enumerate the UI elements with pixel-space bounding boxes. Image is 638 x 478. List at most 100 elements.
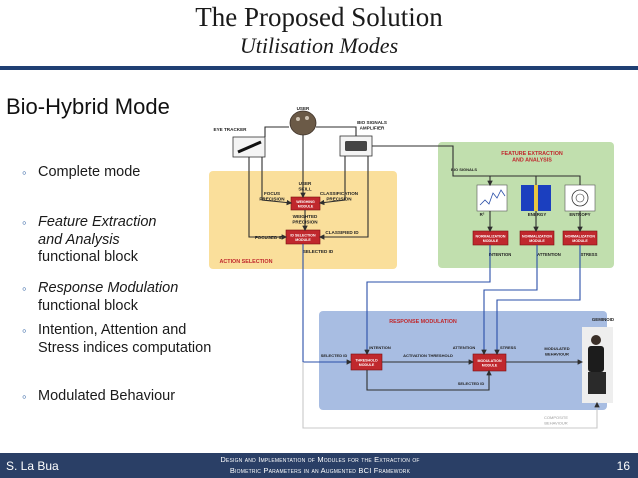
bullet-marker-icon: ◦ bbox=[22, 215, 27, 230]
user-label: USER bbox=[297, 106, 310, 111]
r2-label: R² bbox=[480, 212, 485, 217]
bullet-text: Stress indices computation bbox=[38, 339, 212, 356]
entropy-plot-icon bbox=[564, 184, 596, 212]
bullet-text: Modulated Behaviour bbox=[38, 388, 176, 404]
weighing-module-label: MODULE bbox=[298, 205, 314, 209]
footer-author: S. La Bua bbox=[6, 459, 59, 473]
electrode-icon bbox=[296, 117, 300, 121]
user-skill-label: SKILL bbox=[298, 186, 311, 191]
response-modulation-box bbox=[319, 311, 607, 410]
stress-out-label: STRESS bbox=[581, 252, 598, 257]
normalization-module-entropy-label: NORMALIZATION bbox=[565, 235, 595, 239]
energy-label: ENERGY bbox=[528, 212, 547, 217]
slide-subtitle: Utilisation Modes bbox=[239, 33, 399, 58]
r2-curve-icon bbox=[479, 189, 506, 206]
bullet-text: functional block bbox=[38, 297, 138, 314]
normalization-module-entropy-label: MODULE bbox=[572, 239, 588, 243]
composite-behaviour-label: COMPOSITE bbox=[544, 415, 568, 420]
stress-in-label: STRESS bbox=[500, 345, 516, 350]
feature-extraction-label: FEATURE EXTRACTION bbox=[501, 151, 563, 157]
entropy-circle-icon bbox=[571, 189, 589, 207]
composite-behaviour-label: BEHAVIOUR bbox=[544, 420, 567, 425]
footer-title-line1: Design and Implementation of Modules for… bbox=[220, 455, 420, 464]
eye-tracker-device-icon bbox=[237, 140, 262, 154]
selected-id-out-line bbox=[366, 369, 492, 391]
normalization-module-energy-label: MODULE bbox=[529, 239, 545, 243]
geminoid-head-icon bbox=[591, 335, 601, 345]
modulated-behaviour-label: MODULATED bbox=[544, 346, 569, 351]
id-selection-module-label: MODULE bbox=[295, 238, 311, 242]
normalization-module-r2-label: MODULE bbox=[483, 239, 499, 243]
id-selection-module-label: ID SELECTION bbox=[290, 234, 316, 238]
bio-signals-entropy-line bbox=[536, 175, 581, 185]
bullet-text: functional block bbox=[38, 249, 138, 265]
bullet-marker-icon: ◦ bbox=[22, 281, 27, 296]
selected-id-in-label: SELECTED ID bbox=[321, 353, 348, 358]
bio-signals-amplifier-label: BIO SIGNALS bbox=[357, 120, 387, 125]
classified-id-label: CLASSIFIED ID bbox=[325, 230, 359, 235]
r2-plot-icon bbox=[476, 184, 508, 212]
footer-bar bbox=[0, 453, 638, 478]
entropy-circle-icon bbox=[575, 193, 585, 203]
focus-precision-label: PRECISION bbox=[259, 196, 285, 201]
geminoid-body-icon bbox=[588, 346, 604, 372]
selected-id-out-label: SELECTED ID bbox=[458, 381, 485, 386]
intention-out-label: INTENTION bbox=[489, 252, 512, 257]
weighing-module-label: WEIGHING bbox=[296, 200, 315, 204]
user-skill-label: USER bbox=[299, 181, 312, 186]
classification-precision-label: PRECISION bbox=[326, 196, 352, 201]
activation-threshold-label: ACTIVATION THRESHOLD bbox=[403, 353, 453, 358]
amplifier-to-weighing-line bbox=[318, 156, 346, 206]
user-to-eye-tracker-line bbox=[264, 126, 289, 137]
attention-out-label: ATTENTION bbox=[537, 252, 561, 257]
intention-to-threshold-line bbox=[364, 245, 491, 356]
classification-precision-label: CLASSIFICATION bbox=[320, 191, 359, 196]
bullet-text: Feature Extraction bbox=[38, 214, 157, 230]
bullet-text: Response Modulation bbox=[38, 280, 179, 296]
modulated-behaviour-label: BEHAVIOUR bbox=[545, 351, 569, 356]
action-selection-label: ACTION SELECTION bbox=[219, 259, 272, 265]
threshold-module-label: MODULE bbox=[359, 363, 375, 367]
electrode-icon bbox=[305, 116, 309, 120]
bullet-marker-icon: ◦ bbox=[22, 323, 27, 338]
bullet-marker-icon: ◦ bbox=[22, 165, 27, 180]
bio-signals-label: BIO SIGNALS bbox=[451, 167, 477, 172]
bullet-text: and Analysis bbox=[38, 231, 120, 248]
eye-tracker-to-weighing-line bbox=[261, 157, 293, 206]
footer-title-line2: Biometric Parameters in an Augmented BCI… bbox=[229, 466, 411, 475]
title-divider bbox=[0, 66, 638, 70]
user-helmet-icon bbox=[289, 110, 317, 136]
response-modulation-label: RESPONSE MODULATION bbox=[389, 319, 457, 325]
composite-behaviour-line bbox=[302, 362, 600, 429]
amplifier-device-icon bbox=[345, 141, 367, 151]
geminoid-legs-icon bbox=[588, 372, 606, 394]
intention-in-label: INTENTION bbox=[369, 345, 391, 350]
modulation-module-label: MODULE bbox=[482, 364, 498, 368]
user-to-amplifier-line bbox=[316, 126, 357, 136]
threshold-module-label: THRESHOLD bbox=[355, 359, 378, 363]
modulation-module-label: MODULATION bbox=[477, 359, 501, 363]
amplifier-to-id-selection-line bbox=[318, 156, 369, 240]
bullet-marker-icon: ◦ bbox=[22, 389, 27, 404]
mode-heading: Bio-Hybrid Mode bbox=[6, 94, 170, 119]
selected-id-label: SELECTED ID bbox=[303, 249, 334, 254]
bio-signals-amplifier-label: AMPLIFIER bbox=[360, 125, 385, 130]
attention-in-label: ATTENTION bbox=[453, 345, 476, 350]
bullet-text: Intention, Attention and bbox=[38, 322, 187, 338]
action-selection-box bbox=[209, 171, 397, 269]
energy-band-icon bbox=[534, 185, 538, 211]
footer-title: Design and Implementation of Modules for… bbox=[150, 454, 490, 476]
attention-to-modulation-line bbox=[481, 245, 538, 356]
page-number: 16 bbox=[616, 459, 630, 473]
eye-tracker-label: EYE TRACKER bbox=[214, 127, 248, 132]
focus-precision-label: FOCUS bbox=[264, 191, 280, 196]
normalization-module-r2-label: NORMALIZATION bbox=[476, 235, 506, 239]
geminoid-label: GEMINOID bbox=[592, 317, 614, 322]
slide-title: The Proposed Solution bbox=[195, 2, 443, 32]
bullet-text: Complete mode bbox=[38, 164, 141, 180]
stress-to-modulation-line bbox=[494, 245, 581, 356]
normalization-module-energy-label: NORMALIZATION bbox=[522, 235, 552, 239]
feature-extraction-label: AND ANALYSIS bbox=[512, 157, 552, 163]
eye-tracker-to-id-selection-line bbox=[248, 157, 288, 240]
